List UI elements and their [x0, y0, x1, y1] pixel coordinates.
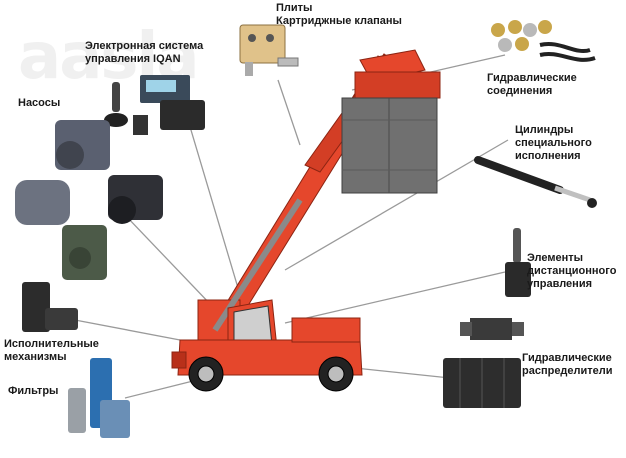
bumper: [171, 351, 187, 369]
pump-icon: [15, 120, 163, 280]
remote-lever-icon: [505, 228, 531, 297]
valve-block-icon: [239, 24, 299, 76]
leader-plates: [277, 79, 301, 146]
wheels: [188, 356, 354, 392]
chassis-rear: [291, 317, 361, 343]
reach-stacker: [171, 49, 441, 376]
leader-actuators: [74, 319, 181, 341]
leader-distributors: [354, 367, 451, 379]
actuator-icon: [22, 282, 78, 332]
directional-valve-icon: [443, 318, 524, 408]
hydraulic-cylinder-icon: [474, 156, 597, 208]
spreader-frame: [354, 71, 441, 99]
leader-remote: [284, 271, 506, 324]
label-filters: Фильтры: [8, 385, 59, 397]
filter-icon: [68, 358, 130, 438]
label-pumps: Насосы: [18, 97, 61, 109]
leader-lines: [74, 54, 509, 399]
joystick-controller-icon: [104, 75, 205, 135]
leader-cylinders: [284, 139, 509, 271]
cab-window: [233, 305, 273, 346]
fittings-icon: [491, 20, 596, 62]
